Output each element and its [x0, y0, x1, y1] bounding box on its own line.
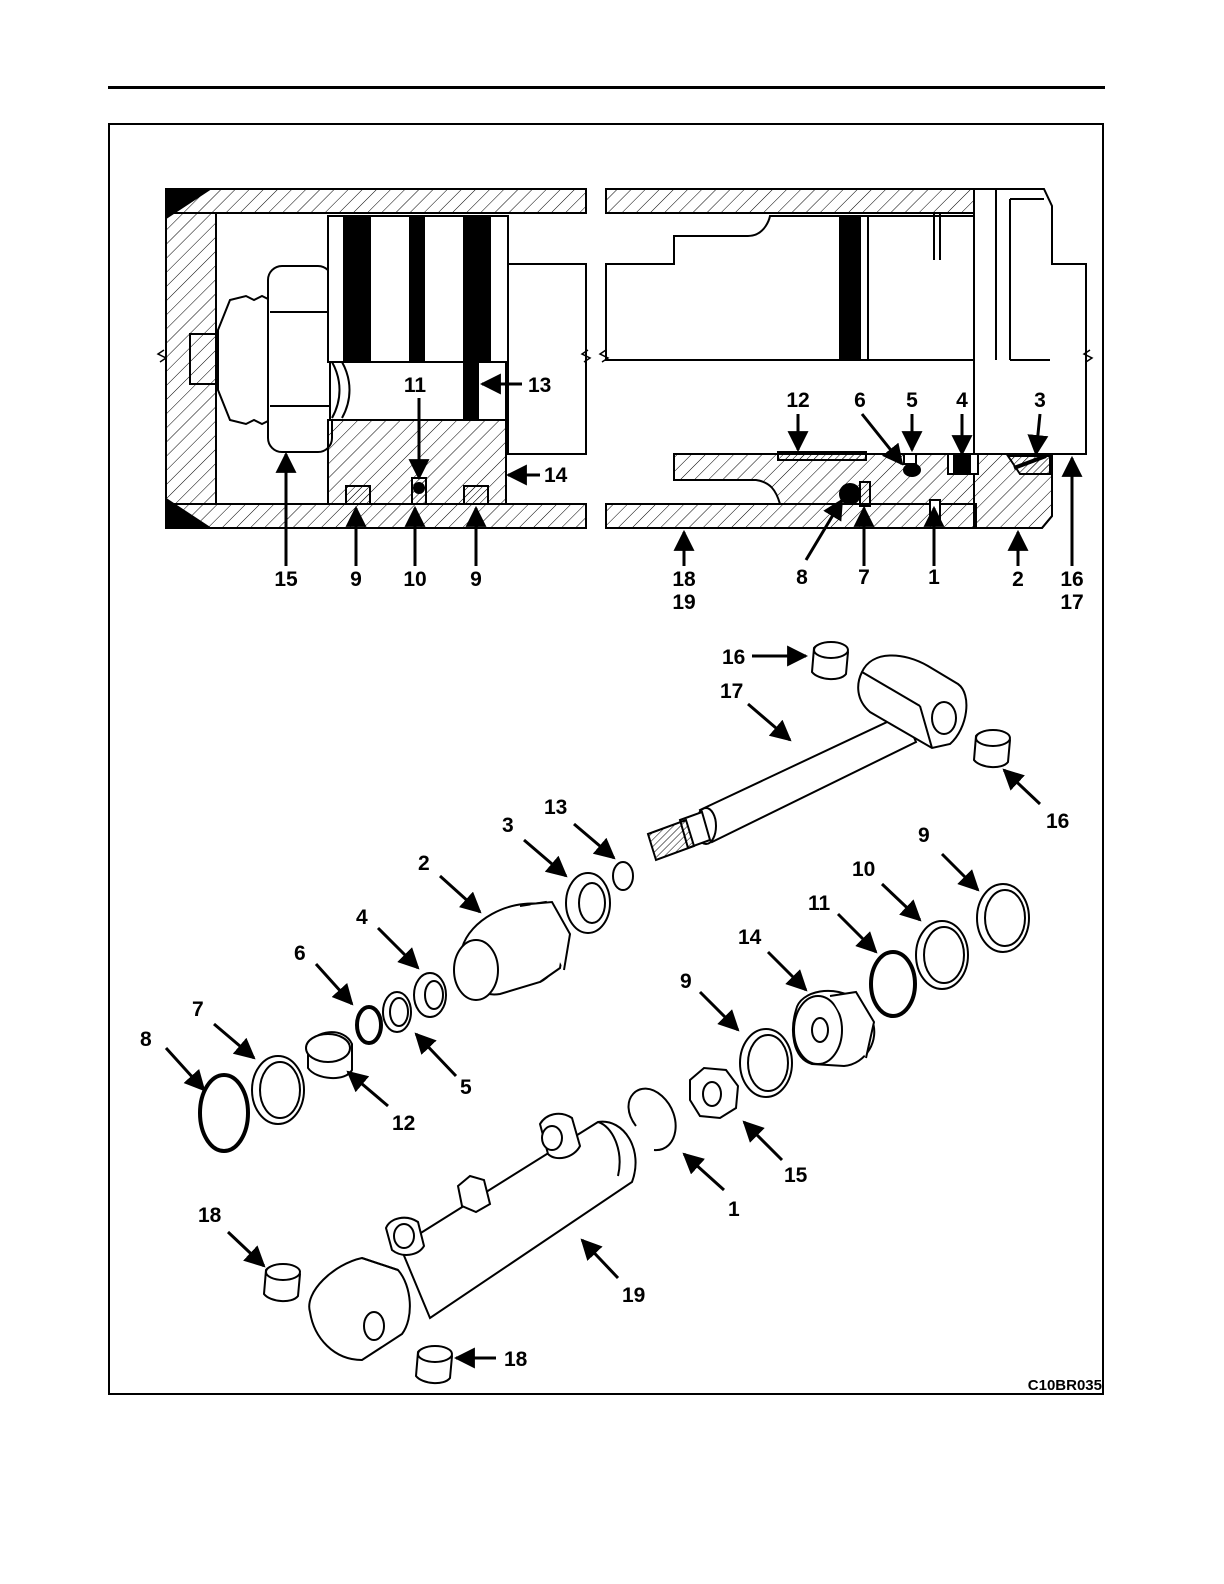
callout-16: 16 — [722, 646, 745, 669]
callout-15: 15 — [784, 1164, 808, 1187]
callout-8: 8 — [140, 1028, 152, 1051]
nut-exploded — [690, 1068, 738, 1118]
bushing-12 — [306, 1032, 352, 1078]
callout-12: 12 — [392, 1112, 415, 1135]
callout-2: 2 — [418, 852, 430, 875]
callout-5: 5 — [460, 1076, 472, 1099]
callout-18: 18 — [672, 568, 696, 591]
callout-14: 14 — [544, 464, 568, 487]
o-ring-11 — [871, 952, 915, 1016]
callout-19: 19 — [622, 1284, 645, 1307]
ring-5 — [383, 992, 411, 1032]
callout-16: 16 — [1060, 568, 1083, 591]
seal-4 — [414, 973, 446, 1017]
snap-ring-1 — [629, 1089, 676, 1150]
wiper-ring-13 — [613, 862, 633, 890]
callout-15: 15 — [274, 568, 298, 591]
callout-9: 9 — [470, 568, 482, 591]
callout-13: 13 — [528, 374, 551, 397]
callout-17: 17 — [720, 680, 743, 703]
callout-16: 16 — [1046, 810, 1069, 833]
callout-11: 11 — [404, 374, 427, 397]
backup-ring-7 — [252, 1056, 304, 1124]
rod-right — [606, 216, 974, 360]
callout-4: 4 — [956, 389, 968, 412]
callout-4: 4 — [356, 906, 368, 929]
piston-ring-9-upper — [977, 884, 1029, 952]
callout-8: 8 — [796, 566, 808, 589]
callout-18: 18 — [198, 1204, 222, 1227]
barrel-wall-bottom-right — [606, 504, 978, 528]
section-view-left — [166, 189, 586, 528]
figure-code: C10BR035 — [1028, 1377, 1102, 1394]
piston-ring-10 — [916, 921, 968, 989]
ring-6 — [357, 1007, 381, 1043]
callout-5: 5 — [906, 389, 918, 412]
callout-1: 1 — [928, 566, 940, 589]
nut-body — [268, 266, 332, 452]
barrel-exploded — [309, 1114, 635, 1360]
piston-ring-9-lower — [740, 1029, 792, 1097]
callout-7: 7 — [192, 998, 204, 1021]
callout-6: 6 — [294, 942, 306, 965]
callout-9: 9 — [680, 970, 692, 993]
o-ring-8 — [200, 1075, 248, 1151]
piston-exploded — [793, 991, 874, 1066]
callout-13: 13 — [544, 796, 567, 819]
exploded-view — [200, 642, 1029, 1383]
barrel-wall-top-right — [606, 189, 978, 213]
callout-17: 17 — [1060, 591, 1083, 614]
gland-exploded — [454, 902, 570, 1000]
callout-10: 10 — [403, 568, 426, 591]
rod-left — [508, 264, 586, 454]
callout-10: 10 — [852, 858, 875, 881]
callout-2: 2 — [1012, 568, 1024, 591]
callout-7: 7 — [858, 566, 870, 589]
callout-18: 18 — [504, 1348, 528, 1371]
callout-9: 9 — [918, 824, 930, 847]
callout-12: 12 — [786, 389, 809, 412]
callout-3: 3 — [1034, 389, 1046, 412]
wiper-3 — [566, 873, 610, 933]
callout-9: 9 — [350, 568, 362, 591]
callout-14: 14 — [738, 926, 762, 949]
barrel-wall-bottom-left — [166, 504, 586, 528]
callout-1: 1 — [728, 1198, 740, 1221]
callout-6: 6 — [854, 389, 866, 412]
barrel-wall-top-left — [166, 189, 586, 213]
callout-19: 19 — [672, 591, 695, 614]
nut-flange — [218, 296, 270, 424]
callout-11: 11 — [808, 892, 831, 915]
callout-3: 3 — [502, 814, 514, 837]
